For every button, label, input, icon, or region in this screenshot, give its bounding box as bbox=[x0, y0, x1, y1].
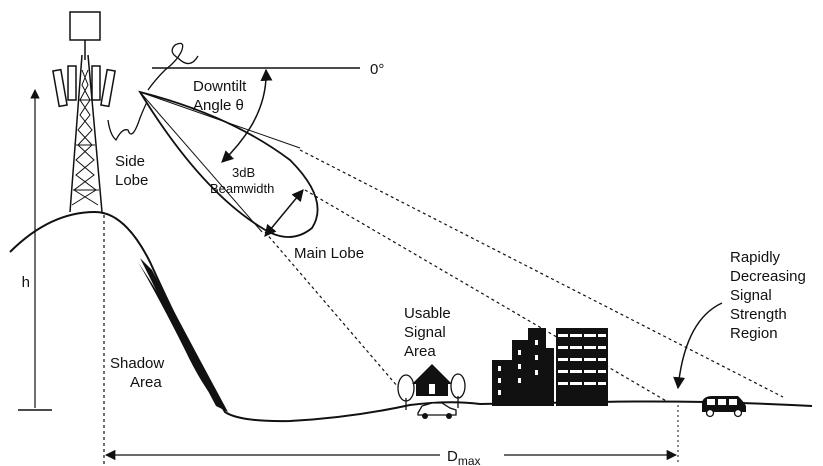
beam-lower-edge bbox=[264, 231, 399, 388]
downtilt-label-1: Downtilt bbox=[193, 78, 247, 95]
rapid-label-1: Rapidly bbox=[730, 249, 781, 266]
dmax-label: Dmax bbox=[447, 448, 481, 466]
rapid-label-4: Strength bbox=[730, 306, 787, 323]
tree-icon bbox=[397, 373, 466, 410]
rapid-label-2: Decreasing bbox=[730, 268, 806, 285]
downtilt-label-2: Angle θ bbox=[193, 97, 244, 114]
usable-area-label-1: Usable bbox=[404, 305, 451, 322]
rapid-label-5: Region bbox=[730, 325, 778, 342]
side-lobe-upper bbox=[147, 42, 199, 91]
usable-area-label-3: Area bbox=[404, 343, 436, 360]
side-lobe-label-1: Side bbox=[115, 153, 145, 170]
side-lobe-label-2: Lobe bbox=[115, 172, 148, 189]
shadow-area-label-1: Shadow bbox=[110, 355, 164, 372]
side-lobe-lower bbox=[107, 101, 148, 142]
height-label: h bbox=[22, 274, 30, 291]
downtilt-angle-arc bbox=[221, 68, 273, 163]
rapid-label-3: Signal bbox=[730, 287, 772, 304]
building-icon bbox=[556, 328, 608, 406]
dmax-label-sub: max bbox=[458, 454, 481, 466]
shadow-area-label-2: Area bbox=[130, 374, 162, 391]
antenna-tower-icon bbox=[52, 11, 116, 213]
beamwidth-label-2: Beamwidth bbox=[210, 181, 274, 196]
beam-center-line bbox=[304, 189, 669, 403]
beamwidth-label-1: 3dB bbox=[232, 165, 255, 180]
house-icon bbox=[412, 364, 452, 396]
zero-degree-label: 0° bbox=[370, 61, 384, 78]
beamwidth-arrow bbox=[264, 189, 304, 237]
main-lobe-label: Main Lobe bbox=[294, 245, 364, 262]
usable-area-label-2: Signal bbox=[404, 324, 446, 341]
dmax-label-main: D bbox=[447, 448, 458, 465]
rapid-region-arrow bbox=[673, 302, 723, 390]
car-icon bbox=[417, 402, 457, 419]
beam-upper-edge bbox=[299, 149, 784, 398]
building-icon bbox=[492, 328, 554, 406]
van-icon bbox=[702, 396, 746, 418]
